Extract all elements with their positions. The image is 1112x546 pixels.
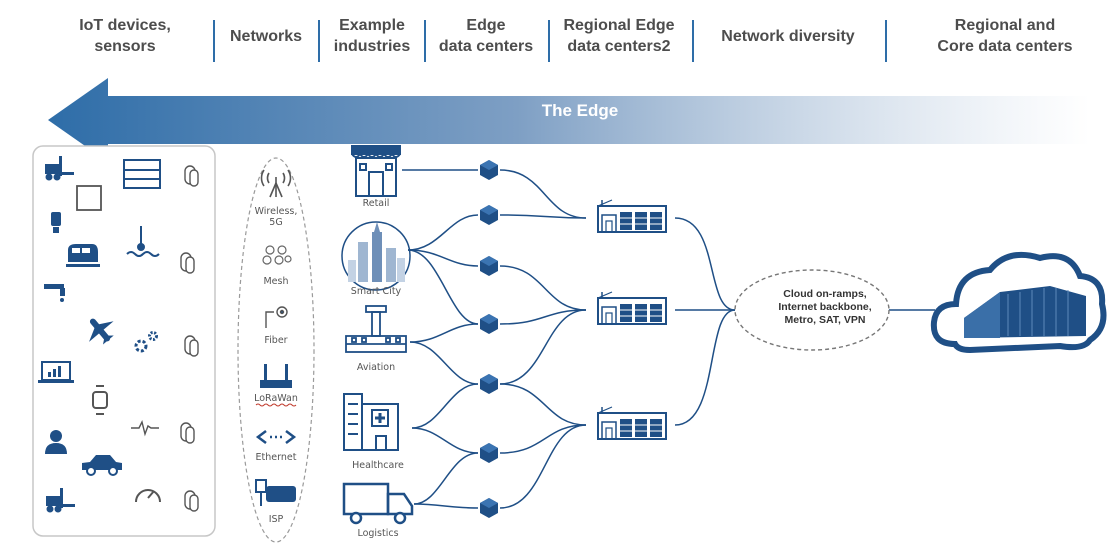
edge-dc-icon (480, 498, 498, 518)
header-separator (548, 20, 550, 62)
router-icon (260, 364, 292, 388)
fiber-icon (265, 306, 288, 328)
network-label-ethernet: Ethernet (255, 452, 297, 463)
airport-icon (345, 305, 407, 353)
network-label-fiber: Fiber (264, 335, 288, 346)
edge-dc-icon (480, 205, 498, 225)
industry-label-retail: Retail (362, 198, 390, 209)
header-example-industries: Example industries (333, 17, 411, 55)
header-separator (318, 20, 320, 62)
edge-dc-icon (480, 160, 498, 180)
regional-dc-icon (597, 291, 667, 325)
header-iot-devices: IoT devices, sensors (79, 17, 171, 55)
faucet-icon (44, 284, 65, 302)
train-icon (66, 244, 100, 267)
header-separator (213, 20, 215, 62)
store-icon (351, 145, 401, 197)
thermometer-icon (126, 226, 160, 257)
edge-dc-icon (480, 256, 498, 276)
header-separator (692, 20, 694, 62)
header-regional-edge: Regional Edge data centers2 (563, 17, 675, 55)
industry-label-aviation: Aviation (356, 362, 396, 373)
edge-dc-icon (480, 374, 498, 394)
doctor-icon (45, 430, 67, 454)
gauge-icon (135, 489, 161, 503)
network-diversity-label: Cloud on-ramps, Internet backbone, Metro… (778, 288, 872, 326)
cloud-datacenter-icon (930, 252, 1107, 354)
lorawan-underline (255, 403, 297, 407)
laptop-chart-icon (38, 361, 74, 383)
edge-banner-label: The Edge (541, 101, 619, 120)
header-edge-data-centers: Edge data centers (438, 17, 534, 55)
car-icon (82, 455, 122, 476)
network-label-isp: ISP (268, 514, 284, 525)
ethernet-icon (255, 430, 297, 444)
gears-icon (134, 331, 158, 353)
isp-icon (255, 479, 296, 506)
truck-icon (342, 482, 414, 525)
regional-dc-icon (597, 199, 667, 233)
network-diversity-ellipse (734, 269, 890, 351)
bulb-icon (51, 212, 61, 233)
header-network-diversity: Network diversity (721, 27, 855, 45)
heartbeat-icon (131, 419, 159, 437)
forklift-icon (45, 156, 74, 181)
connections (402, 169, 935, 509)
network-label-mesh: Mesh (263, 276, 289, 287)
header-separator (424, 20, 426, 62)
header-separator (885, 20, 887, 62)
edge-dc-icon (480, 443, 498, 463)
edge-arrow (48, 78, 1090, 162)
industry-label-healthcare: Healthcare (352, 460, 404, 471)
edge-dc-icon (480, 314, 498, 334)
industry-label-logistics: Logistics (357, 528, 399, 539)
header-core-data-centers: Regional and Core data centers (937, 17, 1073, 55)
forklift-icon (46, 488, 75, 513)
network-label-wireless: Wireless, 5G (254, 206, 298, 228)
network-label-lorawan: LoRaWan (254, 393, 298, 404)
watch-icon (92, 385, 108, 415)
header-networks: Networks (229, 27, 303, 45)
industry-label-smart-city: Smart City (350, 286, 402, 297)
box-icon (76, 185, 102, 211)
networks-ellipse (237, 157, 315, 543)
iot-device-panel (32, 145, 216, 537)
mesh-icon (262, 245, 292, 265)
regional-dc-icon (597, 406, 667, 440)
city-icon (341, 221, 411, 291)
hospital-icon (343, 393, 399, 451)
shelves-icon (123, 159, 161, 189)
antenna-icon (260, 169, 292, 198)
